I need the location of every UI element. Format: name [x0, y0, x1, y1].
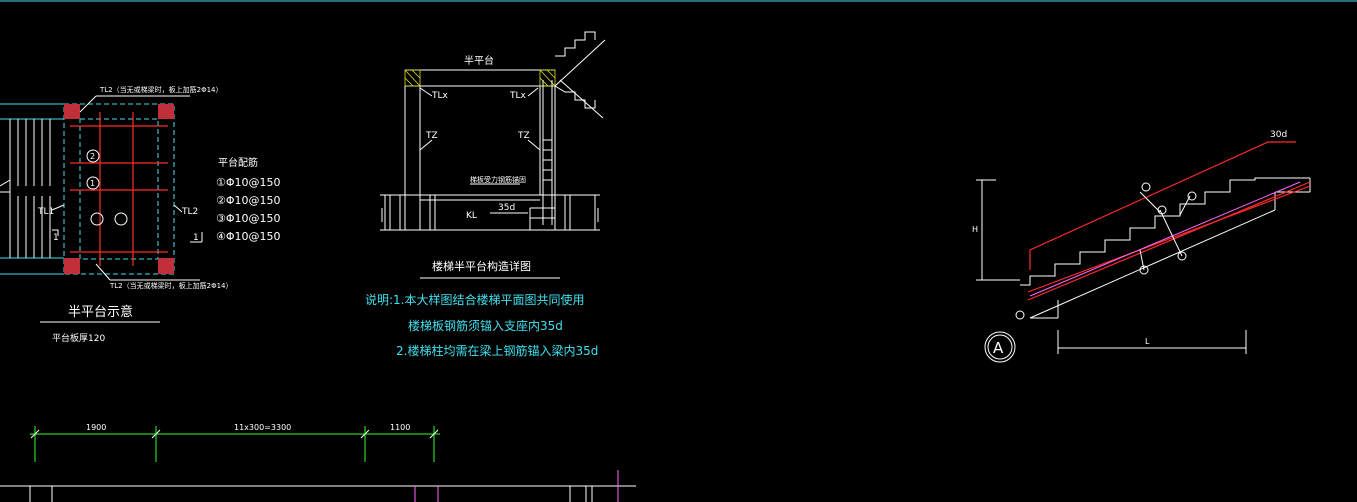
- tl2-right-label: TL2: [181, 207, 198, 217]
- reinf-item-3: ③Φ10@150: [216, 212, 281, 225]
- half-landing-section: [380, 31, 606, 279]
- section-mark-left: 1: [53, 233, 59, 243]
- note-line-1: 说明:1.本大样图结合楼梯平面图共同使用: [365, 292, 585, 307]
- dim-3300: 11x300=3300: [234, 423, 291, 432]
- plan-circle-2: 2: [90, 152, 95, 161]
- anchor-35d-label: 35d: [498, 203, 515, 213]
- stair-reinforcement-detail: [976, 141, 1311, 363]
- dim-1900: 1900: [86, 423, 106, 432]
- plan-circle-1: 1: [90, 179, 95, 188]
- column-bottom-left: [64, 258, 80, 274]
- note-line-3: 2.楼梯柱均需在梁上钢筋锚入梁内35d: [396, 343, 598, 358]
- half-landing-plan: [0, 95, 203, 323]
- tz-right-label: TZ: [517, 131, 530, 141]
- section-title: 楼梯半平台构造详图: [432, 259, 531, 273]
- detail-marker-a: A: [993, 339, 1004, 357]
- dim-1100: 1100: [390, 423, 410, 432]
- tl2-top-label: TL2（当无或梯梁时，板上加筋2Φ14）: [99, 85, 223, 94]
- tl2-bottom-label: TL2（当无或梯梁时，板上加筋2Φ14）: [109, 281, 233, 290]
- note-line-2: 楼梯板钢筋须锚入支座内35d: [408, 318, 563, 333]
- stair-anchor-note: 梯板受力钢筋锚固: [470, 175, 526, 184]
- tlx-left-label: TLx: [431, 91, 449, 101]
- tl1-label: TL1: [37, 207, 54, 217]
- reinf-item-1: ①Φ10@150: [216, 176, 281, 189]
- label-h: H: [972, 225, 978, 234]
- reinf-item-2: ②Φ10@150: [216, 194, 281, 207]
- label-l: L: [1145, 337, 1150, 346]
- kl-label: KL: [466, 211, 477, 221]
- tz-left-label: TZ: [425, 131, 438, 141]
- column-top-right: [158, 104, 174, 119]
- reinf-item-4: ④Φ10@150: [216, 230, 281, 243]
- plan-title: 半平台示意: [68, 304, 133, 320]
- section-mark-right: 1: [193, 233, 199, 243]
- label-30d: 30d: [1270, 130, 1287, 140]
- column-top-left: [64, 104, 80, 119]
- section-top-label: 半平台: [464, 54, 494, 67]
- reinf-title: 平台配筋: [218, 156, 258, 169]
- column-bottom-right: [158, 258, 174, 274]
- dimension-string: [0, 426, 636, 502]
- tlx-right-label: TLx: [509, 91, 527, 101]
- slab-thickness-note: 平台板厚120: [52, 332, 105, 344]
